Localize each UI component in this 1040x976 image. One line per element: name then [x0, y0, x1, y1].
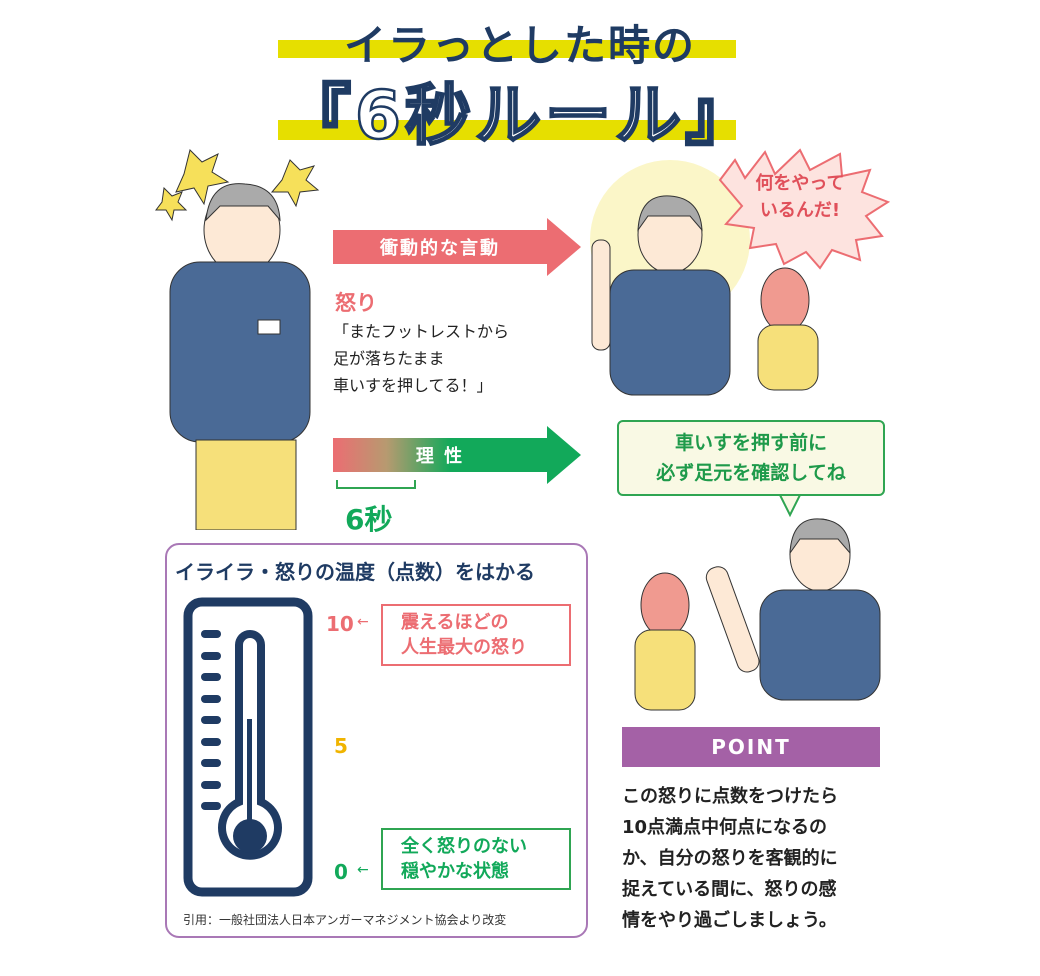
scale-citation: 引用：一般社団法人日本アンガーマネジメント協会より改変 [183, 913, 507, 927]
quote-line: 車いすを押してる！」 [333, 376, 493, 395]
six-seconds-label: 6秒 [345, 503, 393, 536]
point-line: 情をやり過ごしましょう。 [622, 910, 837, 931]
anger-quote: 「またフットレストから 足が落ちたまま 車いすを押してる！」 [333, 318, 509, 399]
arrow-left-icon: ← [357, 614, 369, 630]
scale-min-value: 0 [334, 860, 348, 884]
min-label-line: 全く怒りのない [401, 836, 527, 857]
title-highlight [278, 40, 736, 58]
title-highlight [278, 120, 736, 140]
six-second-bracket [336, 480, 416, 489]
anger-scale-panel [165, 543, 588, 938]
shout-line: いるんだ! [759, 200, 841, 221]
point-line: か、自分の怒りを客観的に [622, 848, 838, 869]
scale-title: イライラ・怒りの温度（点数）をはかる [175, 560, 535, 584]
shout-bubble-text: 何をやって いるんだ! [735, 170, 865, 224]
scale-min-label: 全く怒りのない 穏やかな状態 [381, 828, 571, 890]
point-header: POINT [622, 727, 880, 767]
max-label-line: 震えるほどの [401, 612, 509, 633]
calm-line: 必ず足元を確認してね [656, 462, 846, 484]
point-line: 10点満点中何点になるの [622, 817, 828, 838]
anger-label: 怒り [335, 291, 377, 315]
scale-mid-value: 5 [334, 734, 348, 758]
impulsive-action-label: 衝動的な言動 [380, 238, 500, 259]
point-line: 捉えている間に、怒りの感 [622, 879, 837, 900]
thermometer-icon [183, 597, 313, 897]
reason-label: 理 性 [415, 446, 465, 467]
calm-speech-bubble: 車いすを押す前に 必ず足元を確認してね [617, 420, 885, 496]
calm-line: 車いすを押す前に [674, 432, 827, 454]
title-line2: 『6秒ルール』 [284, 76, 755, 156]
max-label-line: 人生最大の怒り [401, 637, 527, 658]
min-label-line: 穏やかな状態 [401, 861, 509, 882]
quote-line: 足が落ちたまま [333, 349, 445, 368]
scale-max-value: 10 [326, 612, 354, 636]
quote-line: 「またフットレストから [333, 322, 510, 341]
point-text: この怒りに点数をつけたら 10点満点中何点になるの か、自分の怒りを客観的に 捉… [622, 781, 892, 936]
calm-scene-illustration [634, 495, 881, 711]
shouting-scene-illustration [590, 148, 890, 396]
point-line: この怒りに点数をつけたら [622, 786, 838, 807]
title-line1: イラっとした時の [343, 21, 696, 70]
arrow-left-icon: ← [357, 862, 369, 878]
impulsive-action-arrow: 衝動的な言動 [333, 218, 581, 276]
angry-man-illustration [155, 149, 320, 530]
scale-max-label: 震えるほどの 人生最大の怒り [381, 604, 571, 666]
reason-arrow: 理 性 [333, 426, 581, 484]
shout-line: 何をやって [755, 173, 845, 194]
